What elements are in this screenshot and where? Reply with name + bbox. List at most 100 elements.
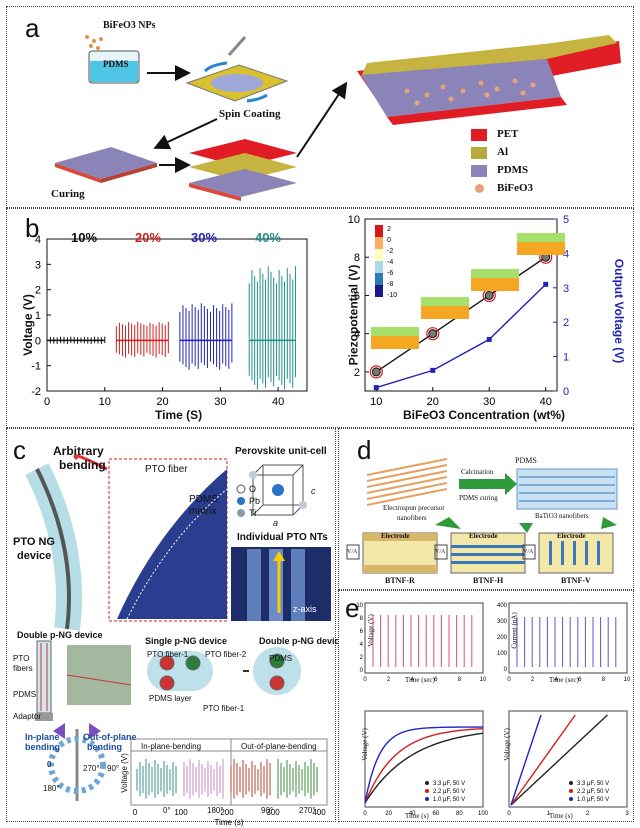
inset-map-band-1 <box>421 297 469 306</box>
spin-coating-label: Spin Coating <box>219 108 281 120</box>
colorbar-label: 2 <box>387 226 391 233</box>
e1-xlabel: Time (sec) <box>405 676 435 684</box>
b-right-ytick-label: 6 <box>354 290 360 302</box>
electrode-label-h: Electrode <box>469 532 498 540</box>
b-right-y2tick-label: 0 <box>563 386 569 398</box>
va-label-h: V/A <box>435 549 446 555</box>
output-point <box>486 336 492 342</box>
e1-ytick: 0 <box>360 668 364 674</box>
bifeo3-nps-label: BiFeO3 NPs <box>103 20 156 31</box>
panel-d: d PDMS Calcination PDMS curing Electrosp… <box>338 428 634 590</box>
pto-ng-label-2: device <box>17 550 52 562</box>
pdms-matrix-label-2: matrix <box>189 506 217 517</box>
legend-bifeo3-swatch <box>475 184 484 193</box>
e4-ylabel: Voltage (V) <box>502 728 511 761</box>
legend-pet: PET <box>497 128 519 140</box>
e3-legend-marker <box>425 789 429 793</box>
va-label-v: V/A <box>523 549 534 555</box>
e1-xtick: 8 <box>458 677 462 683</box>
pct-30: 30% <box>191 230 218 245</box>
colorbar-segment <box>375 249 383 261</box>
e3-curve-0 <box>364 732 484 804</box>
e2-ytick: 300 <box>497 619 508 625</box>
btnf-v-label: BTNF-V <box>561 576 591 585</box>
e3-xtick: 20 <box>385 811 392 817</box>
panel-e-label: e <box>345 593 360 623</box>
electrode-label-r: Electrode <box>381 532 410 540</box>
calcination-label: Calcination <box>461 468 494 476</box>
e4-xtick: 2 <box>586 811 590 817</box>
b-left-ytick-label: -1 <box>31 361 41 373</box>
piezo-point <box>428 329 438 339</box>
e4-xtick: 0 <box>507 811 511 817</box>
device-3d <box>357 35 621 125</box>
pct-20: 20% <box>135 230 162 245</box>
outplane-label-1: Out-of-plane <box>83 732 137 742</box>
b-left-ytick-label: 4 <box>35 234 41 246</box>
inplane-label-2: bending <box>25 742 60 752</box>
output-point <box>430 367 436 373</box>
plot-inplane-label: In-plane-bending <box>141 742 202 751</box>
panel-c: c Arbitrary bending PTO fiber PDMS matri… <box>6 428 345 827</box>
e2-xtick: 0 <box>507 677 511 683</box>
b-left-ytick-label: 1 <box>35 310 41 322</box>
pct-10: 10% <box>71 230 98 245</box>
inset-map-band-2 <box>471 269 519 278</box>
piezo-point <box>484 290 494 300</box>
pto-fibers-label-1: PTO <box>13 654 30 663</box>
e3-legend-marker <box>425 781 429 785</box>
spin-coater <box>185 36 289 103</box>
b-right-ytick-label: 8 <box>354 252 360 264</box>
e1-ytick: 4 <box>360 642 364 648</box>
b-right-xtick-label: 30 <box>483 396 495 408</box>
output-line <box>376 283 547 389</box>
adaptor-label: Adaptor <box>13 712 42 721</box>
perovskite-label: Perovskite unit-cell <box>235 446 327 457</box>
btnf-h-label: BTNF-H <box>473 576 504 585</box>
e3-curve-1 <box>364 727 484 804</box>
e3-ylabel: Voltage (V) <box>360 728 369 761</box>
e1-xtick: 10 <box>480 677 487 683</box>
layer-legend: PET Al PDMS BiFeO3 <box>471 127 571 199</box>
e1-ytick: 2 <box>360 655 364 661</box>
b-left-xtick-label: 40 <box>272 396 284 408</box>
legend-al-swatch <box>471 147 487 159</box>
e4-legend-marker <box>569 797 573 801</box>
e3-xlabel: Time (s) <box>405 812 429 820</box>
e1-xtick: 6 <box>434 677 438 683</box>
e3-legend-text: 2.2 μF, 50 V <box>433 789 465 795</box>
b-left-xtick-label: 10 <box>99 396 111 408</box>
pdms-beaker-label: PDMS <box>103 59 129 69</box>
e2-xtick: 4 <box>555 677 559 683</box>
beaker-illustration <box>85 35 140 84</box>
e2-xtick: 6 <box>578 677 582 683</box>
angle-180: 180° <box>43 784 60 793</box>
b-right-y2tick-label: 4 <box>563 248 569 260</box>
c-plot-xlabel: Time (s) <box>214 818 243 827</box>
e4-legend-text: 2.2 μF, 50 V <box>577 789 609 795</box>
curing-sheet <box>55 147 157 183</box>
inset-map-band-0 <box>371 327 419 336</box>
colorbar-segment <box>375 261 383 273</box>
angle-90: 90° <box>107 764 120 773</box>
angle-0: 0 <box>47 760 52 769</box>
bending-label: bending <box>59 458 106 472</box>
panel-c-label: c <box>13 435 26 465</box>
e2-xtick: 10 <box>624 677 631 683</box>
e4-line-2 <box>510 714 542 806</box>
double-png-label-2: Double p-NG device <box>259 636 345 646</box>
b-left-xtick-label: 0 <box>44 396 50 408</box>
e2-xtick: 8 <box>602 677 606 683</box>
e4-xlabel: Time (s) <box>549 812 573 820</box>
e-plot-4-frame <box>508 710 628 808</box>
e-plot-1-frame <box>364 602 484 674</box>
c-plot-xtick: 100 <box>174 808 188 817</box>
arbitrary-label: Arbitrary <box>53 444 104 458</box>
precursor-label-1: Electrospun precursor <box>383 504 445 512</box>
individual-pto-label: Individual PTO NTs <box>237 532 328 543</box>
pdms-c-label: PDMS <box>13 690 37 699</box>
e2-ytick: 0 <box>504 667 508 673</box>
e1-ytick: 6 <box>360 629 364 635</box>
